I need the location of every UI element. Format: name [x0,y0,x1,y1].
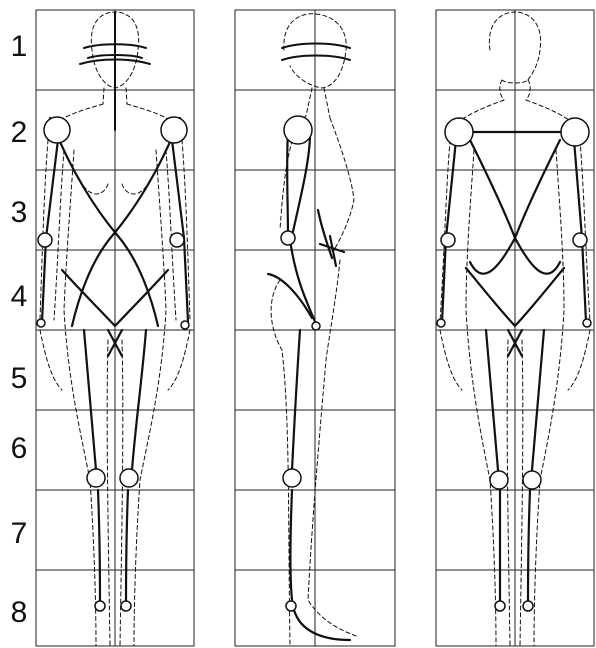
back-shoulder-right [561,118,589,146]
front-elbow-right [170,233,184,247]
side-head-lines [282,44,350,61]
back-ankle-right [523,601,533,611]
front-elbow-left [38,233,52,247]
back-elbow-left [441,233,455,247]
front-wrist-left [37,319,45,327]
front-ankle-right [121,601,131,611]
front-wrist-right [181,321,189,329]
front-view [36,10,194,646]
front-knee-right [120,469,138,487]
back-shoulder-left [445,118,473,146]
back-wrist-right [583,319,591,327]
back-skeleton-lines [442,132,586,604]
front-joints [37,117,189,611]
back-wrist-left [437,319,445,327]
front-head-lines [80,12,150,130]
side-view [235,10,395,646]
back-joints [437,118,591,611]
back-knee-left [490,471,508,489]
back-grid [436,10,594,646]
side-shoulder [284,116,312,144]
back-view [436,10,594,646]
side-skeleton-lines [268,130,350,640]
back-knee-right [523,471,541,489]
front-shoulder-right [161,117,187,143]
side-ankle [286,601,296,611]
front-shoulder-left [44,117,70,143]
side-wrist [312,322,320,330]
side-elbow [281,231,295,245]
side-knee [283,469,301,487]
front-ankle-left [95,601,105,611]
front-knee-left [87,469,105,487]
back-ankle-left [495,601,505,611]
back-elbow-right [573,233,587,247]
